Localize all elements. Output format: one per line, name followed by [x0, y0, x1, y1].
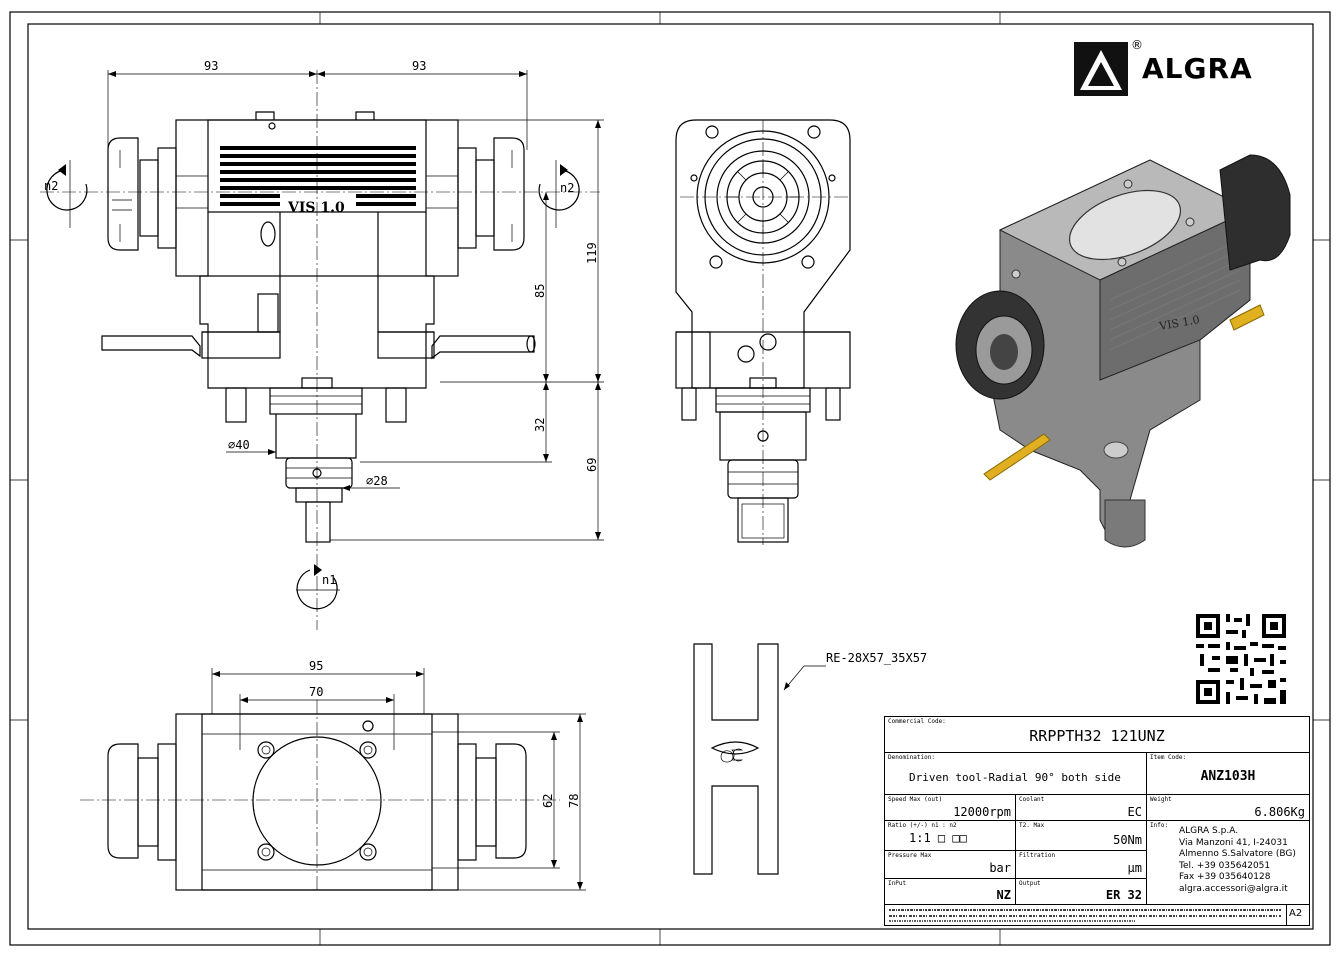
- rotation-n2-left-icon: n2: [44, 160, 88, 228]
- legal-strip: [885, 905, 1287, 925]
- torque-cell: T2. Max 50Nm: [1016, 821, 1147, 851]
- front-view: VIS 1.0: [40, 59, 604, 630]
- pressure-cell: Pressure Max bar: [885, 851, 1016, 879]
- frame-ticks: [10, 12, 1330, 945]
- commercial-code: RRPPTH32 121UNZ: [1029, 727, 1165, 745]
- denomination: Driven tool-Radial 90° both side: [909, 771, 1121, 784]
- isometric-view: VIS 1.0: [955, 154, 1291, 548]
- dim-93-right: 93: [412, 59, 426, 73]
- coolant-cell: Coolant EC: [1016, 795, 1147, 821]
- dim-93-left: 93: [204, 59, 218, 73]
- company-name: ALGRA S.p.A.: [1179, 826, 1239, 836]
- cooling-fins: [220, 146, 416, 206]
- telephone: Tel. +39 035642051: [1179, 860, 1271, 871]
- item-code-cell: Item Code: ANZ103H: [1147, 753, 1309, 795]
- dia-28: ∅28: [366, 474, 388, 488]
- torque-unit: Nm: [1127, 833, 1142, 847]
- svg-text:n2: n2: [560, 181, 574, 195]
- weight-value: 6.806Kg: [1254, 805, 1305, 819]
- dim-85: 85: [533, 284, 547, 298]
- algra-logo-icon: [1074, 42, 1128, 96]
- detail-callout: RE-28X57_35X57: [826, 651, 927, 665]
- inner-frame: [27, 23, 1314, 930]
- engraving-vis: VIS 1.0: [287, 200, 345, 216]
- filtration-cell: Filtration μm: [1016, 851, 1147, 879]
- email-link[interactable]: algra.accessori@algra.it: [1179, 883, 1288, 894]
- output-cell: Output ER 32: [1016, 879, 1147, 905]
- dim-78: 78: [567, 794, 581, 808]
- qr-code-icon: [1196, 614, 1286, 704]
- rotation-n1-bottom-icon: n1: [296, 564, 340, 610]
- dim-32: 32: [533, 418, 547, 432]
- ratio-value: 1:1 □ □□: [909, 831, 967, 845]
- input-value: NZ: [996, 888, 1011, 902]
- info-cell: Info: ALGRA S.p.A. Via Manzoni 41, I-240…: [1147, 821, 1309, 905]
- denomination-cell: Denomination: Driven tool-Radial 90° bot…: [885, 753, 1147, 795]
- item-code: ANZ103H: [1200, 769, 1256, 784]
- registered-mark: ®: [1131, 38, 1143, 52]
- legal-text-lines: [889, 909, 1281, 922]
- sheet-size-cell: A2: [1287, 905, 1309, 925]
- rotation-n2-right-icon: n2: [538, 160, 580, 228]
- detail-view: RE-28X57_35X57: [693, 643, 927, 875]
- output-value: ER 32: [1105, 888, 1142, 902]
- title-block: Commercial Code: RRPPTH32 121UNZ Denomin…: [884, 716, 1310, 926]
- weight-cell: Weight 6.806Kg: [1147, 795, 1309, 821]
- dim-95: 95: [309, 659, 323, 673]
- side-view: [675, 119, 851, 545]
- svg-text:n1: n1: [322, 573, 336, 587]
- address-line-1: Via Manzoni 41, I-24031: [1179, 837, 1288, 848]
- speed-cell: Speed Max (out) 12000rpm: [885, 795, 1016, 821]
- dim-119: 119: [585, 242, 599, 264]
- ratio-cell: Ratio (+/-) n1 : n2 1:1 □ □□: [885, 821, 1016, 851]
- pressure-unit: bar: [989, 861, 1011, 875]
- dim-62: 62: [541, 794, 555, 808]
- dia-40: ∅40: [228, 438, 250, 452]
- svg-text:n2: n2: [44, 179, 58, 193]
- torque-value: 50: [1113, 833, 1128, 847]
- top-view: 95 70 62 78: [80, 659, 586, 891]
- input-cell: InPut NZ: [885, 879, 1016, 905]
- coolant-value: EC: [1127, 805, 1142, 819]
- dim-70: 70: [309, 685, 323, 699]
- filtration-unit: μm: [1127, 861, 1142, 875]
- sheet-size: A2: [1289, 908, 1303, 919]
- dim-69: 69: [585, 458, 599, 472]
- brand-name: ALGRA: [1142, 52, 1253, 85]
- address-line-2: Almenno S.Salvatore (BG): [1179, 849, 1296, 859]
- outer-frame: [9, 11, 1331, 946]
- commercial-code-cell: Commercial Code: RRPPTH32 121UNZ: [885, 717, 1309, 753]
- speed-value: 12000: [953, 805, 990, 819]
- fax: Fax +39 035640128: [1179, 872, 1271, 882]
- speed-unit: rpm: [989, 805, 1011, 819]
